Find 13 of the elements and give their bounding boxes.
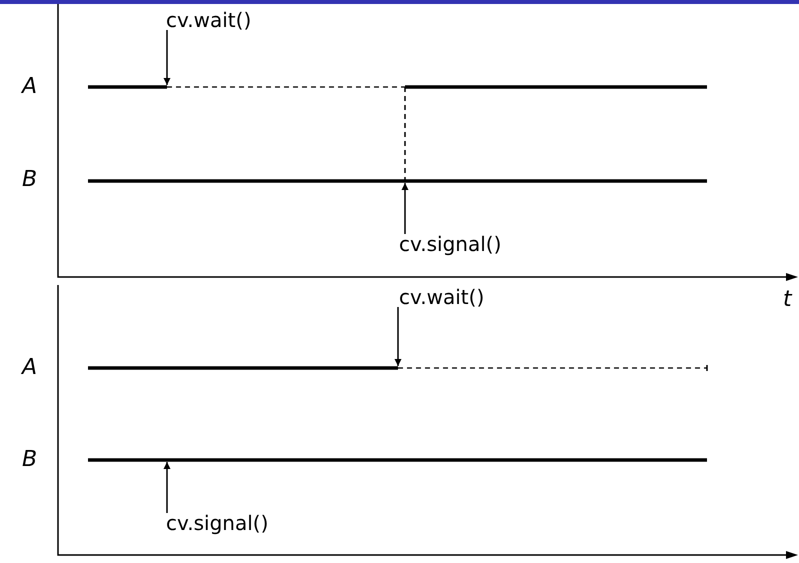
function-call-label: cv.signal() (399, 232, 502, 256)
axis-label: t (783, 287, 792, 313)
arrow (402, 183, 408, 234)
thread-label: B (22, 167, 38, 193)
thread-label: A (22, 74, 38, 100)
function-call-label: cv.wait() (399, 285, 484, 309)
function-call-label: cv.wait() (166, 8, 252, 32)
function-call-label: cv.signal() (166, 511, 268, 535)
arrow (394, 307, 402, 366)
thread-label: A (22, 355, 38, 381)
arrow (164, 462, 170, 513)
arrow (164, 30, 170, 85)
thread-label: B (22, 447, 38, 473)
